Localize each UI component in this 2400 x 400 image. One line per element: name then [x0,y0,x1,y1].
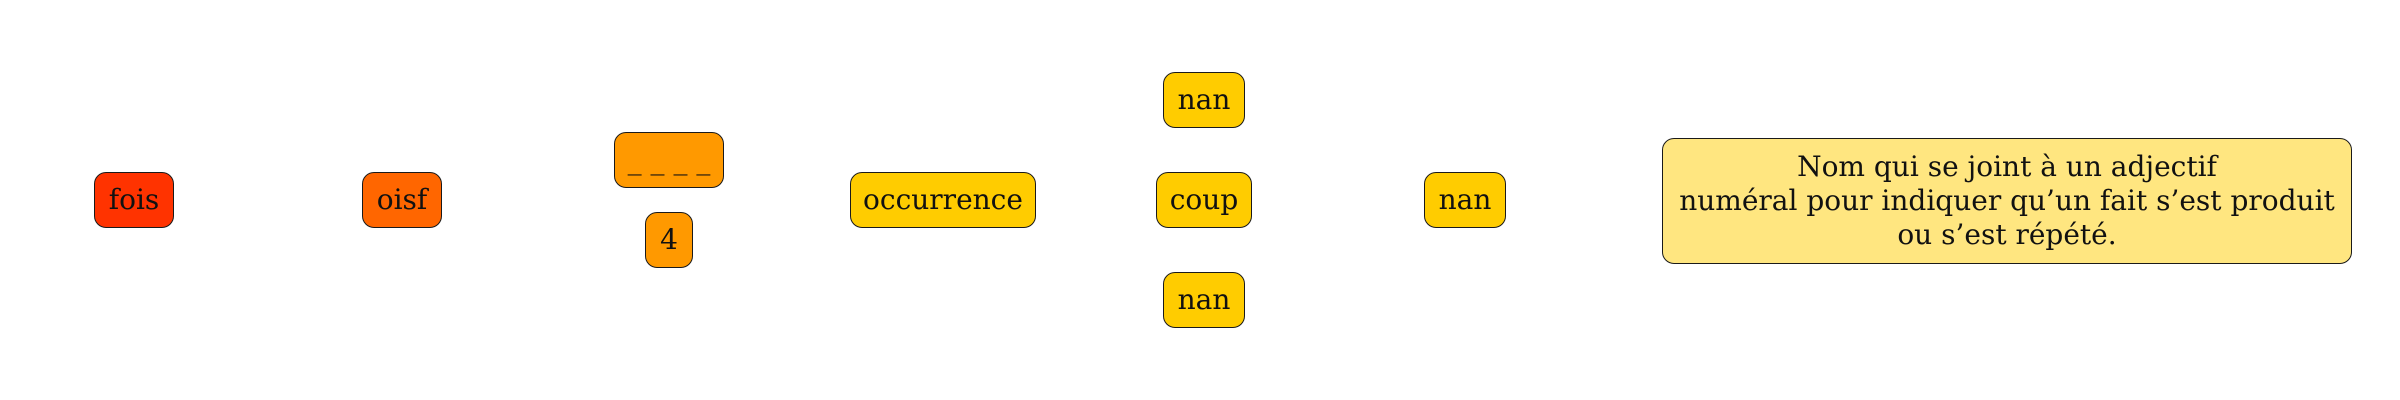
node-oisf: oisf [362,172,442,228]
node-four: 4 [645,212,693,268]
node-nan-bottom: nan [1163,272,1245,328]
node-fois: fois [94,172,174,228]
node-occurrence: occurrence [850,172,1036,228]
node-label: coup [1169,183,1239,217]
node-coup: coup [1156,172,1252,228]
node-nan-right: nan [1424,172,1506,228]
node-label: nan [1438,183,1492,217]
node-label: fois [108,183,160,217]
definition-line-1: Nom qui se joint à un adjectif [1797,150,2217,183]
node-blank: _ _ _ _ [614,132,724,188]
node-label: nan [1177,283,1231,317]
node-nan-top: nan [1163,72,1245,128]
node-label: occurrence [863,183,1023,217]
node-label: _ _ _ _ [627,143,711,177]
node-label: oisf [376,183,428,217]
node-label: nan [1177,83,1231,117]
node-definition: Nom qui se joint à un adjectif numéral p… [1662,138,2352,264]
definition-line-2: numéral pour indiquer qu’un fait s’est p… [1679,184,2335,217]
node-label: 4 [660,223,678,257]
definition-line-3: ou s’est répété. [1897,218,2117,251]
